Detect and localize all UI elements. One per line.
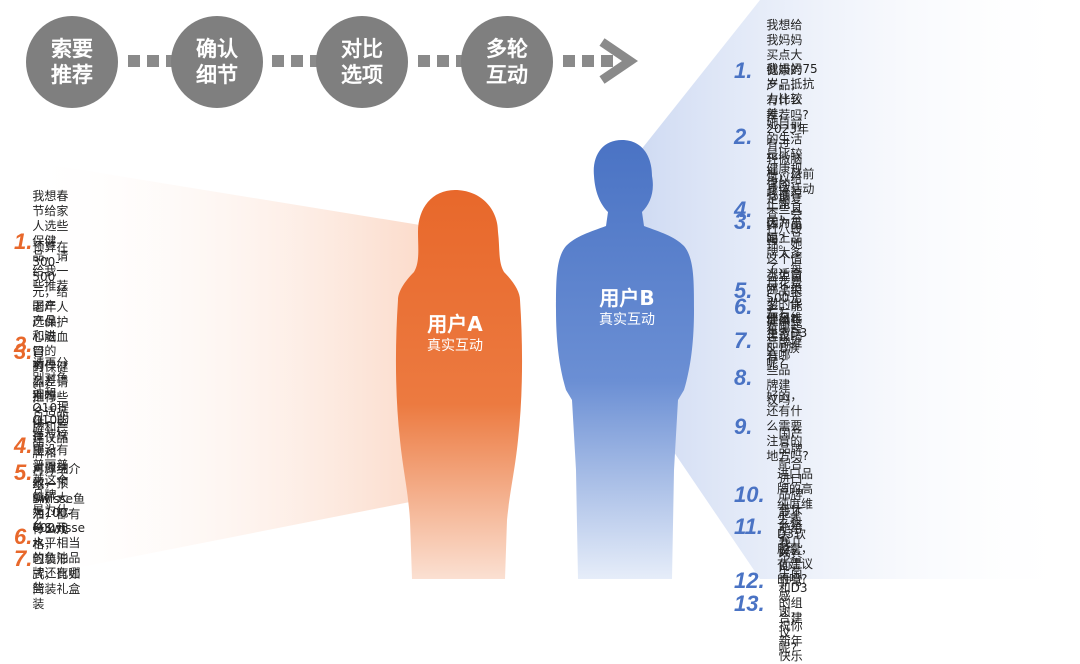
user-b-name: 用户B (599, 286, 655, 310)
step-1: 索要 推荐 (26, 16, 118, 108)
item-number: 8. (734, 365, 753, 390)
item-text: 可以给我推荐一些具体产品吗? (766, 172, 803, 246)
connector-dots-2 (272, 55, 322, 67)
diagram: 索要 推荐 确认 细节 对比 选项 多轮 互动 用户A 真实互动 用户B 真实互… (14, 0, 1080, 663)
item-number: 7. (14, 545, 33, 571)
beam-b (625, 0, 1080, 579)
list-item: 11. 进口品牌的高纯度维生素D3软胶囊，有建议的吗? (734, 467, 814, 587)
item-text: 请再分别对鱼油和Q10提供一些建议品牌和 对应功效，预算扩大为100-600元 (32, 356, 72, 535)
list-item: 5.Q10的推荐榜里没有普丽普莱这个品牌，是为什么 (14, 413, 75, 533)
item-text: 好的，还有什么需要注意的地方吗? (766, 389, 809, 463)
user-a-sub: 真实互动 (427, 338, 483, 354)
background-graphics (20, 0, 1080, 579)
item-number: 7. (734, 328, 753, 353)
item-text: 那么维生素D3 & B族呢? (766, 311, 808, 370)
list-item: 6. 益生菌产品很多，能提供些建议吗 (734, 269, 814, 344)
item-number: 1. (734, 57, 753, 83)
item-number: 3. (734, 209, 753, 234)
user-b-sub: 真实互动 (599, 312, 655, 328)
list-item: 2. 我妈妈75岁，抵抗力比较差，2023年有过 轻微脑梗，目前身体活动正常 (734, 62, 821, 212)
step-4-label: 多轮 互动 (486, 37, 528, 87)
list-item: 5. 因为市面上品牌太多了，每月花费500元 左右，有哪些品牌推荐 (734, 216, 814, 366)
item-text: 预算在300-500元，给老年人选保护心脑血管 的保健品，请推荐些合适品牌和产品 (32, 240, 69, 449)
list-item: 4. 可以给我推荐一些具体产品吗? (734, 172, 808, 247)
item-number: 4. (14, 433, 33, 458)
item-text: 与Swisse水平相当的鱼油品牌还有哪些 (32, 521, 86, 595)
item-number: 2. (734, 124, 753, 149)
item-text: 有哪些品牌建议吗 (766, 348, 791, 407)
list-item: 1. 我想给我妈妈买点大健康的产品，有什么推荐吗? (734, 18, 814, 123)
list-item: 2.预算在300-500元，给老年人选保护心脑血管 的保健品，请推荐些合适品牌和… (14, 240, 77, 450)
item-number: 6. (734, 293, 753, 319)
item-text: 我想春节给家人选些保健品，请给我一些推荐 (32, 189, 69, 293)
list-item: 8. 有哪些品牌建议吗 (734, 348, 802, 408)
user-a-silhouette (395, 190, 523, 579)
list-item: 7.与Swisse水平相当的鱼油品牌还有哪些 (14, 521, 91, 596)
list-item: 9. 好的，还有什么需要注意的地方吗? (734, 389, 814, 464)
beam-a (20, 160, 420, 579)
item-text: 她目前的生活是比较健康规律的，定期复查，会 打八段锦。她这个情况适合哪个类型的保… (766, 117, 803, 326)
connector-dots-4 (563, 55, 613, 67)
item-number: 6. (14, 524, 33, 549)
item-text: Q10的推荐榜里没有普丽普莱这个品牌，是为什么 (32, 413, 70, 532)
step-1-label: 索要 推荐 (51, 37, 93, 87)
item-text: 我想给我妈妈买点大健康的产品，有什么推荐吗? (766, 18, 809, 122)
item-text: 国产品牌配合进口品牌有什么讲究吗? (778, 427, 803, 561)
item-text: 益生菌产品很多，能提供些建议吗 (766, 269, 803, 343)
step-4: 多轮 互动 (461, 16, 553, 108)
list-item: 10. 国产品牌配合进口品牌有什么讲究吗? (734, 427, 808, 562)
item-number: 5. (734, 278, 753, 303)
item-text: 好的，非常感谢，祝你新年快乐 (778, 544, 803, 663)
item-number: 10. (734, 481, 765, 507)
item-text: 我妈妈75岁，抵抗力比较差，2023年有过 轻微脑梗，目前身体活动正常 (766, 62, 818, 211)
list-item: 1.我想春节给家人选些保健品，请给我一些推荐 (14, 189, 74, 294)
item-number: 1. (14, 228, 33, 254)
item-number: 11. (734, 514, 763, 539)
item-text: 进口品牌的高纯度维生素D3软胶囊，有建议的吗? (776, 467, 813, 586)
user-b-label: 用户B 真实互动 (582, 286, 672, 330)
step-3: 对比 选项 (316, 16, 408, 108)
list-item: 13. 好的，非常感谢，祝你新年快乐 (734, 544, 814, 664)
step-2: 确认 细节 (171, 16, 263, 108)
step-2-label: 确认 细节 (196, 37, 238, 87)
list-item: 3.国产产品和进口的有什么差别吗 (14, 299, 62, 404)
user-a-label: 用户A 真实互动 (410, 312, 500, 356)
user-b-silhouette (556, 140, 694, 579)
item-number: 13. (734, 591, 765, 616)
item-text: 国产产品和进口的有什么差别吗 (32, 299, 57, 403)
step-3-label: 对比 选项 (341, 37, 383, 87)
item-text: 因为市面上品牌太多了，每月花费500元 左右，有哪些品牌推荐 (766, 216, 803, 365)
list-item: 3. 她目前的生活是比较健康规律的，定期复查，会 打八段锦。她这个情况适合哪个类型… (734, 117, 814, 327)
item-number: 9. (734, 413, 753, 439)
item-number: 2. (14, 332, 33, 357)
item-number: 5. (14, 460, 33, 485)
list-item: 4.请再分别对鱼油和Q10提供一些建议品牌和 对应功效，预算扩大为100-600… (14, 356, 77, 536)
item-number: 4. (734, 196, 753, 222)
item-number: 3. (14, 338, 33, 364)
user-a-name: 用户A (427, 312, 483, 336)
list-item: 7. 那么维生素D3 & B族呢? (734, 311, 808, 371)
arrow-icon (599, 38, 639, 84)
